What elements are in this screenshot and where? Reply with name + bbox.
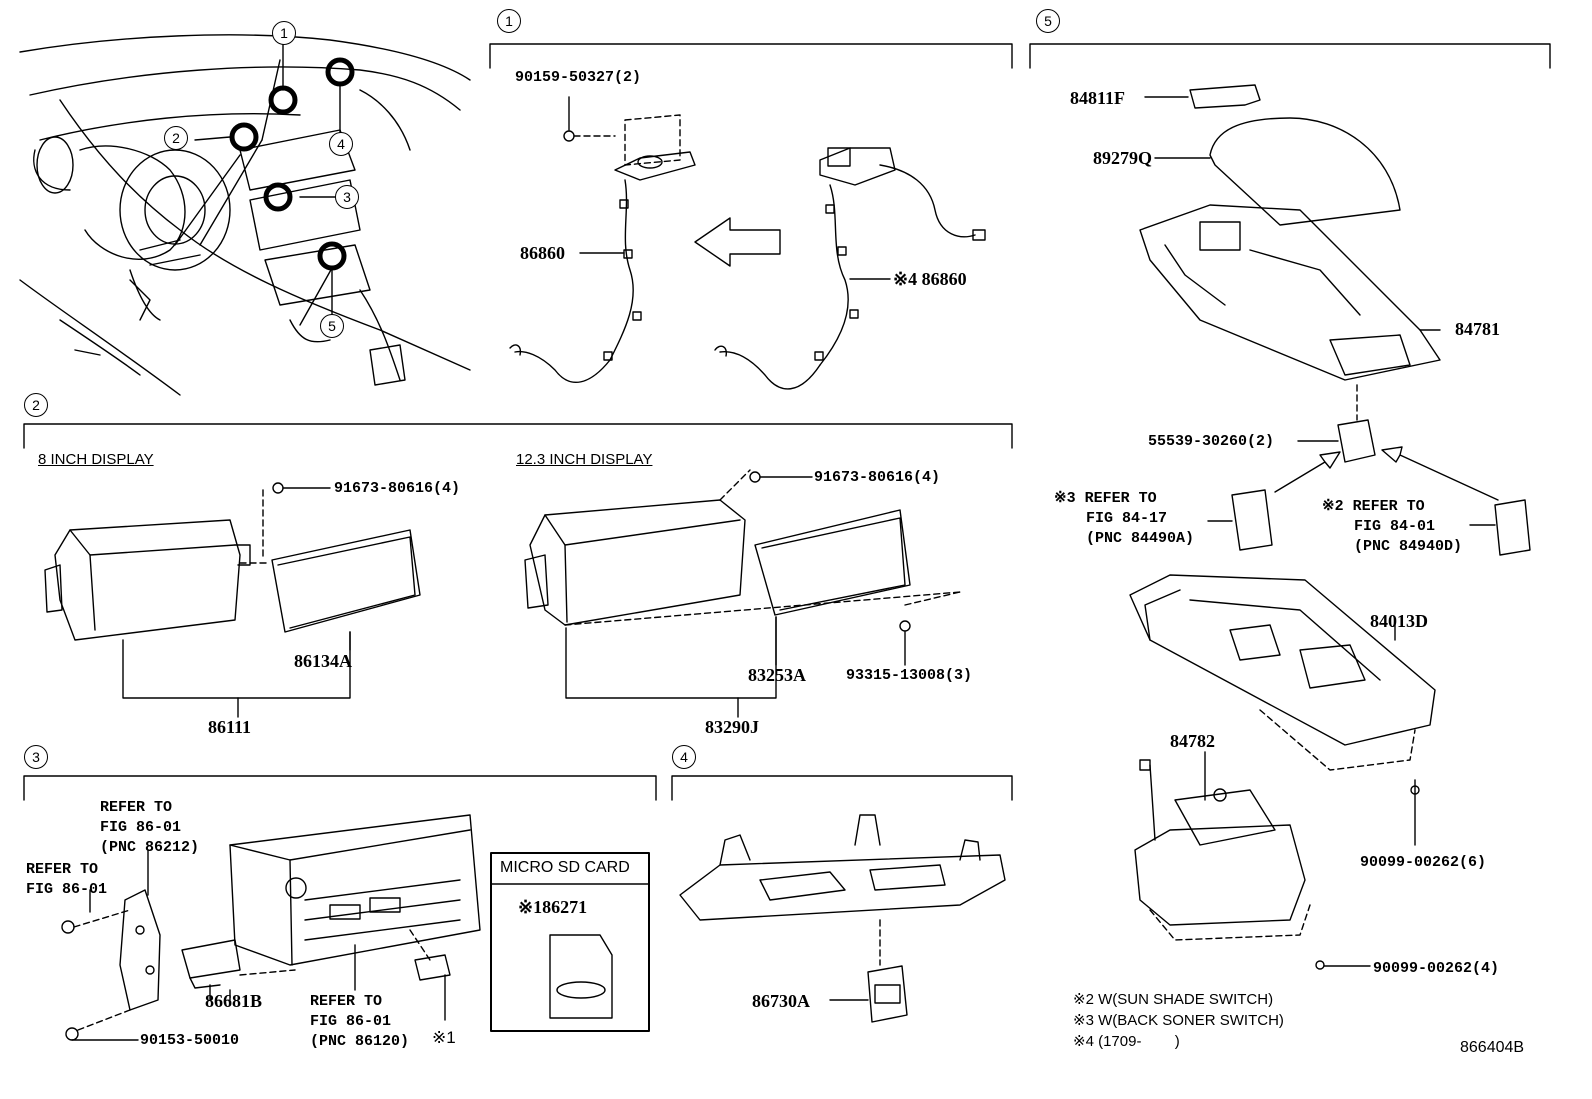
section-marker-3: 3 <box>24 745 48 769</box>
section1-bracket <box>489 43 1013 69</box>
section4-overhead-console <box>679 814 1006 1023</box>
section-marker-4: 4 <box>672 745 696 769</box>
overview-marker-2: 2 <box>164 126 188 150</box>
part-label-84781: 84781 <box>1455 319 1500 339</box>
section1-cables <box>509 96 986 390</box>
title-12-inch-display: 12.3 INCH DISPLAY <box>516 451 653 468</box>
part-label-screw-left: 91673-80616(4) <box>334 480 461 497</box>
ref-label-84-01: ※2 REFER TO FIG 84-01 (PNC 84940D) <box>1322 498 1463 555</box>
part-label-screw-bottom: 93315-13008(3) <box>846 667 973 684</box>
section-marker-2: 2 <box>24 393 48 417</box>
overview-marker-4: 4 <box>329 132 353 156</box>
part-label-89279q: 89279Q <box>1093 148 1153 168</box>
section-marker-1: 1 <box>497 9 521 33</box>
section3-bracket <box>23 775 657 801</box>
part-label-86111: 86111 <box>208 717 252 737</box>
note-mark-1: ※1 <box>432 1028 456 1047</box>
part-label-screw-right: 91673-80616(4) <box>814 469 941 486</box>
part-label-55539: 55539-30260(2) <box>1148 433 1275 450</box>
ref-label-84-17: ※3 REFER TO FIG 84-17 (PNC 84490A) <box>1054 490 1195 547</box>
title-8-inch-display: 8 INCH DISPLAY <box>38 451 154 468</box>
part-label-cable-right: ※4 86860 <box>893 269 967 289</box>
part-label-86681b: 86681B <box>205 991 263 1011</box>
dashboard-overview-drawing <box>19 34 471 396</box>
part-label-86730a: 86730A <box>752 991 810 1011</box>
part-label-cable-left: 86860 <box>520 243 565 263</box>
overview-marker-3: 3 <box>335 185 359 209</box>
sd-box-title: MICRO SD CARD <box>500 859 630 876</box>
section2-bracket <box>23 423 1013 449</box>
section4-bracket <box>671 775 1013 801</box>
overview-marker-1: 1 <box>272 21 296 45</box>
section-marker-5: 5 <box>1036 9 1060 33</box>
part-label-86134a: 86134A <box>294 651 352 671</box>
figure-id: 866404B <box>1460 1039 1525 1056</box>
section3-head-unit <box>61 814 650 1041</box>
section5-center-console <box>1129 84 1531 970</box>
footnotes: ※2 W(SUN SHADE SWITCH) ※3 W(BACK SONER S… <box>1073 991 1284 1050</box>
part-label-84811f: 84811F <box>1070 88 1126 108</box>
part-label-90099-4: 90099-00262(4) <box>1373 960 1500 977</box>
part-label-90099-6: 90099-00262(6) <box>1360 854 1487 871</box>
overview-marker-5: 5 <box>320 314 344 338</box>
part-label-83290j: 83290J <box>705 717 759 737</box>
part-label-83253a: 83253A <box>748 665 806 685</box>
part-label-84013d: 84013D <box>1370 611 1428 631</box>
section2-displays <box>44 469 961 718</box>
part-label-bolt: 90159-50327(2) <box>515 69 642 86</box>
part-label-86271: ※186271 <box>518 897 588 917</box>
part-label-90153: 90153-50010 <box>140 1032 240 1049</box>
part-label-84782: 84782 <box>1170 731 1215 751</box>
section5-bracket <box>1029 43 1551 69</box>
